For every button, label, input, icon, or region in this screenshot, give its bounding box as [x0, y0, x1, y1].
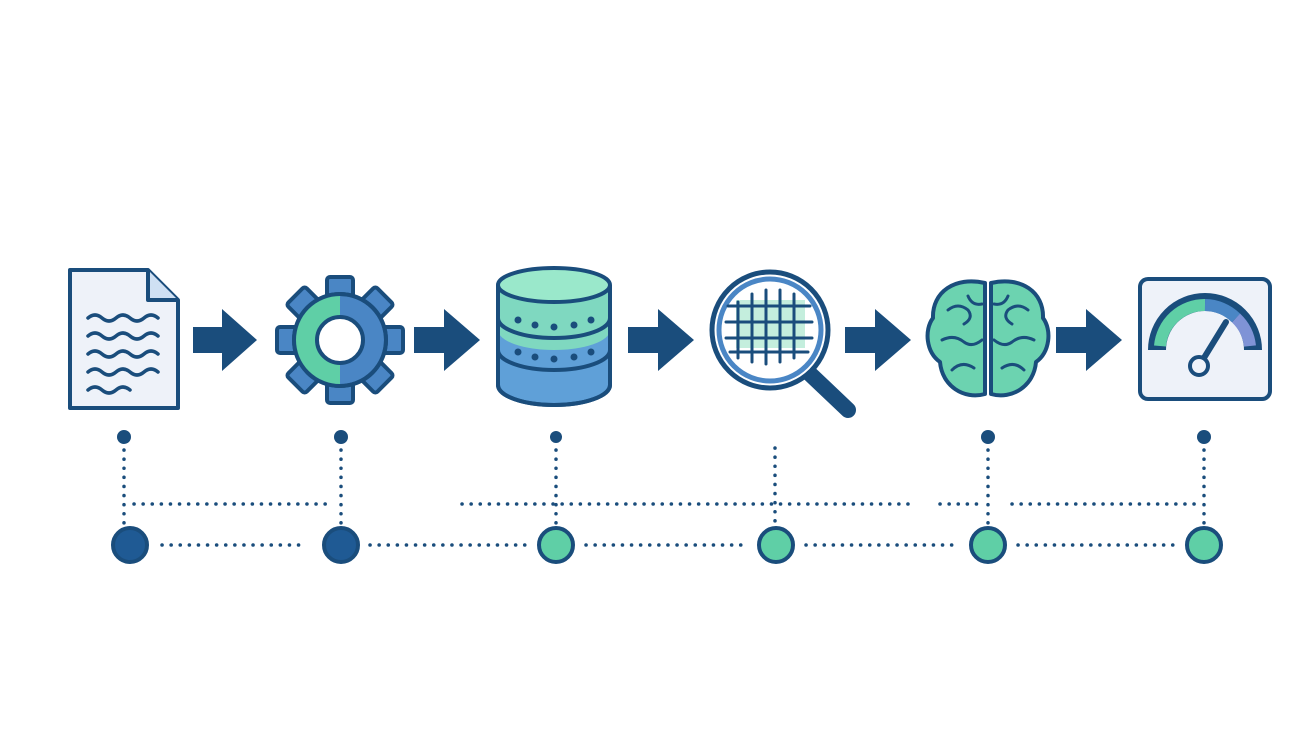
gauge-icon: [1138, 277, 1272, 401]
flow-arrow-4: [845, 309, 911, 371]
flow-arrow-5: [1056, 309, 1122, 371]
stage-node: [1185, 526, 1223, 564]
flow-arrow-1: [193, 309, 257, 371]
database-icon: [496, 266, 612, 407]
connector-network: [122, 446, 1206, 547]
flow-arrow-3: [628, 309, 694, 371]
brain-icon: [925, 279, 1051, 398]
stage-node: [537, 526, 575, 564]
flow-arrow-2: [414, 309, 480, 371]
stage-nodes: [111, 526, 1223, 564]
stage-node: [111, 526, 149, 564]
stage-node: [322, 526, 360, 564]
document-icon: [68, 268, 180, 410]
stage-node: [757, 526, 795, 564]
magnifier-grid-icon: [709, 269, 856, 418]
stage-node: [969, 526, 1007, 564]
gear-icon: [275, 275, 405, 405]
anchor-dots: [117, 430, 1211, 444]
